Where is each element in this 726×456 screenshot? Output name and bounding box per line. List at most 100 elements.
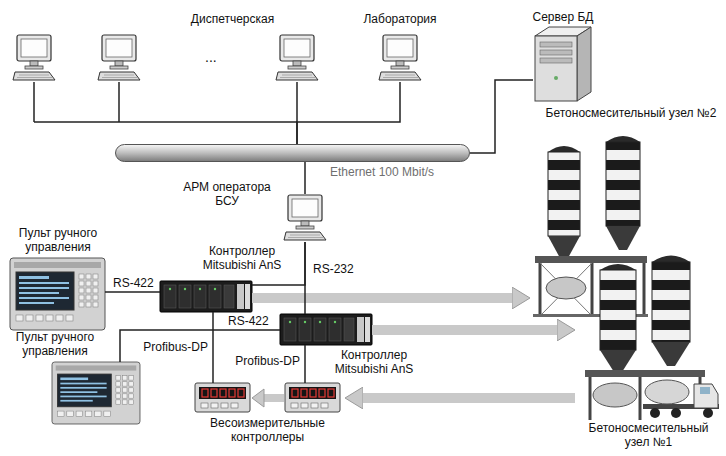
mixing-plant [700,387,710,394]
server-icon [540,42,572,47]
mixing-plant [650,408,660,418]
control-panel [86,274,91,279]
control-panel [19,276,49,279]
pc-icon [276,35,318,80]
server-icon [554,76,558,80]
edge-label: RS-232 [313,262,354,276]
label-block: Контроллер Mitsubishi AnS [324,348,424,376]
control-panel [19,292,59,294]
node-label: Сервер БД [510,10,616,24]
control-panel [52,362,140,424]
label-block: Пульт ручного управления [3,330,107,358]
weighing-controller: Весоизмерительные контроллеры [190,383,345,412]
control-panel [16,272,74,310]
weighing-display [220,389,226,397]
flow-arrow [252,389,284,407]
flow-arrow [252,389,264,407]
node-label: Пульт ручного управления [4,226,112,254]
network-link [304,345,306,383]
mixing-plant [606,142,640,226]
mixing-plant [585,370,705,377]
control-panel [86,302,91,307]
edge-label-patch: RS-232 [311,262,356,276]
mixing-plant [589,377,592,420]
flow-arrow [357,393,575,403]
control-panel [93,302,98,307]
weighing-display [202,389,208,397]
node-label: Контроллер Mitsubishi AnS [192,244,292,272]
mixing-plant [593,383,637,407]
network-link [297,82,400,144]
weighing-display [231,403,238,408]
server-icon [535,27,591,101]
mixing-plant [652,262,690,342]
free-label: ... [205,50,217,64]
mixing-plant [645,380,689,404]
plc-controller [237,284,244,309]
mixing-plant [643,263,646,316]
weighing-display [202,389,244,397]
control-panel [10,258,105,330]
ellipsis-label: ... [205,50,217,64]
plc-controller [209,285,221,308]
mixing-plant [606,226,640,250]
control-panel [16,315,23,321]
mixing-plant: Бетоносмесительный узел №2 [530,140,690,315]
mixing-plant: Бетоносмесительный узел №1 [575,255,722,420]
control-panel [79,295,84,300]
plc-controller: Контроллер Mitsubishi AnS [160,281,252,312]
server-icon [540,50,572,55]
node-label: Пульт ручного управления [3,330,107,358]
weighing-display [195,383,250,412]
flow-arrow [252,293,518,303]
network-wire [34,121,297,123]
pc-icon [13,35,421,240]
bus-cylinder [115,144,470,162]
weighing-display [211,403,218,408]
network-link [212,312,214,383]
ethernet-bus: Ethernet 100 Mbit/s [115,144,470,162]
control-panel: Пульт ручного управления [52,362,140,424]
control-panel [56,315,63,321]
mixing-plant [590,377,700,420]
bus-cylinder [116,145,470,162]
mixing-plant [600,350,636,372]
server-icon [535,36,577,101]
node-label: Контроллер Mitsubishi AnS [324,348,424,376]
server-icon [540,58,572,63]
label-block: АРМ оператора БСУ [176,180,278,208]
pc-workstation: Лаборатория [370,8,430,82]
plc-controller [164,285,176,308]
db-server: Сервер БД [533,8,593,103]
mixing-plant [600,270,636,350]
plc-controller [224,285,234,308]
network-wire [33,82,35,122]
weighing-display [201,403,208,408]
edge-label: Profibus-DP [143,340,208,354]
mixing-plant [540,263,592,316]
control-panel [14,262,101,268]
weighing-display [211,389,217,397]
mixing-plant [671,408,681,418]
control-panel [66,315,73,321]
edge-label: Profibus-DP [235,354,300,368]
plc-controller [169,288,171,290]
label-block: Бетоносмесительный узел №1 [575,421,722,449]
weighing-display [201,403,238,408]
control-panel [79,281,84,286]
network-wire [34,82,297,122]
control-panel [19,287,69,289]
mixing-plant [540,263,592,316]
pc-icon [98,35,140,80]
mixing-plant [548,236,580,258]
plc-controller [199,288,201,290]
network-link [105,291,160,293]
pc-icon [13,35,55,80]
plc-controller [194,285,206,308]
plc-controller [245,284,250,309]
mixing-plant [548,146,580,152]
control-panel [93,288,98,293]
node-label: Бетоносмесительный узел №1 [575,421,722,449]
